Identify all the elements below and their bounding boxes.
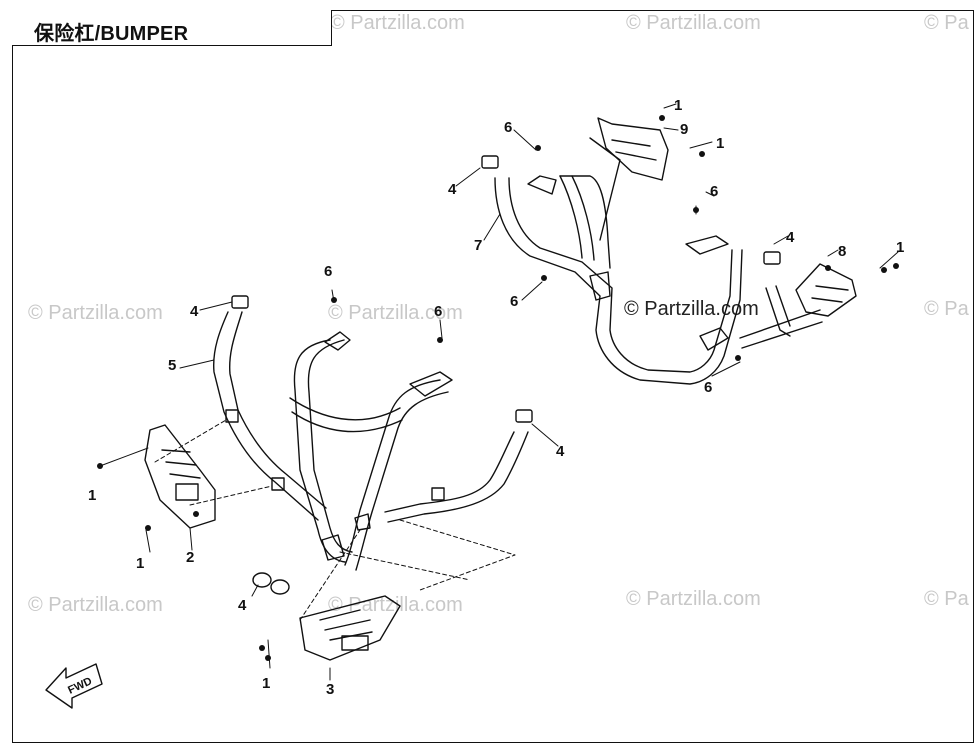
rear-skid-plate-top [597,117,669,181]
callout-label: 4 [556,443,565,460]
callout-label: 1 [896,239,904,256]
end-cap [231,295,249,309]
watermark: © Partzilla.com [28,302,163,324]
callout-label: 6 [510,293,518,310]
rear-skid-plate-right [795,263,857,317]
callout-label: 1 [716,135,724,152]
reference-lines [154,419,516,621]
callout-label: 1 [674,97,682,114]
callout-label: 6 [704,379,712,396]
callout-label: 6 [504,119,512,136]
bumper-side-tube-left [212,311,327,521]
callout-label: 6 [434,303,442,320]
end-cap [270,579,290,595]
rear-bumper-tube [494,175,743,385]
watermark: © Partzilla.com [28,594,163,616]
callout-label: 2 [186,549,194,566]
callout-label: 1 [88,487,96,504]
page-title: 保险杠/BUMPER [34,23,189,45]
callout-label: 9 [680,121,688,138]
watermark: © Partzilla.com [626,588,761,610]
callout-label: 1 [136,555,144,572]
watermark: © Partzilla.com [330,12,465,34]
watermark: © Partzilla.com [328,302,463,324]
end-cap [763,251,781,265]
end-cap [252,572,272,588]
watermark: © Partzilla.com [328,594,463,616]
diagram-frame [12,10,974,743]
end-cap [515,409,533,423]
callout-label: 1 [262,675,270,692]
callout-label: 5 [168,357,176,374]
callout-label: 6 [710,183,718,200]
callout-label: 8 [838,243,846,260]
fasteners [97,115,899,661]
end-cap [481,155,499,169]
callout-label: 4 [238,597,247,614]
callout-label: 7 [474,237,482,254]
skid-plate-bottom [299,595,401,661]
watermark-partial: © Pa [924,588,969,610]
callout-label: 4 [190,303,199,320]
callout-label: 6 [324,263,332,280]
watermark-partial: © Pa [924,298,969,320]
fwd-arrow-icon [45,663,103,709]
title-box: 保险杠/BUMPER [12,10,332,46]
bumper-side-tube-right [384,431,529,523]
callout-label: 4 [448,181,457,198]
callout-label: 4 [786,229,795,246]
watermark-partial: © Pa [924,12,969,34]
skid-plate-left [144,424,216,529]
watermark: © Partzilla.com [626,12,761,34]
callout-label: 3 [326,681,334,698]
front-bumper-tube [289,331,453,571]
